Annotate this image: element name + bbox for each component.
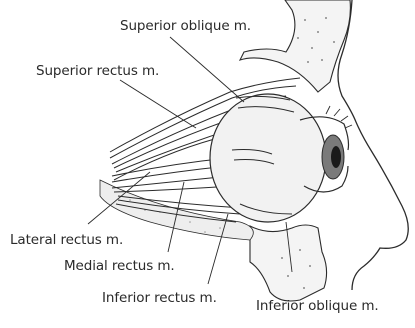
label-lateral-rectus: Lateral rectus m.	[10, 232, 123, 248]
label-inferior-rectus: Inferior rectus m.	[102, 290, 217, 306]
pupil	[331, 146, 341, 168]
eyeball	[210, 94, 326, 222]
label-superior-rectus: Superior rectus m.	[36, 63, 159, 79]
label-superior-oblique: Superior oblique m.	[120, 18, 251, 34]
label-medial-rectus: Medial rectus m.	[64, 258, 175, 274]
lower-orbital-bone	[250, 225, 327, 301]
eyelashes	[326, 106, 352, 128]
label-inferior-oblique: Inferior oblique m.	[256, 298, 379, 314]
